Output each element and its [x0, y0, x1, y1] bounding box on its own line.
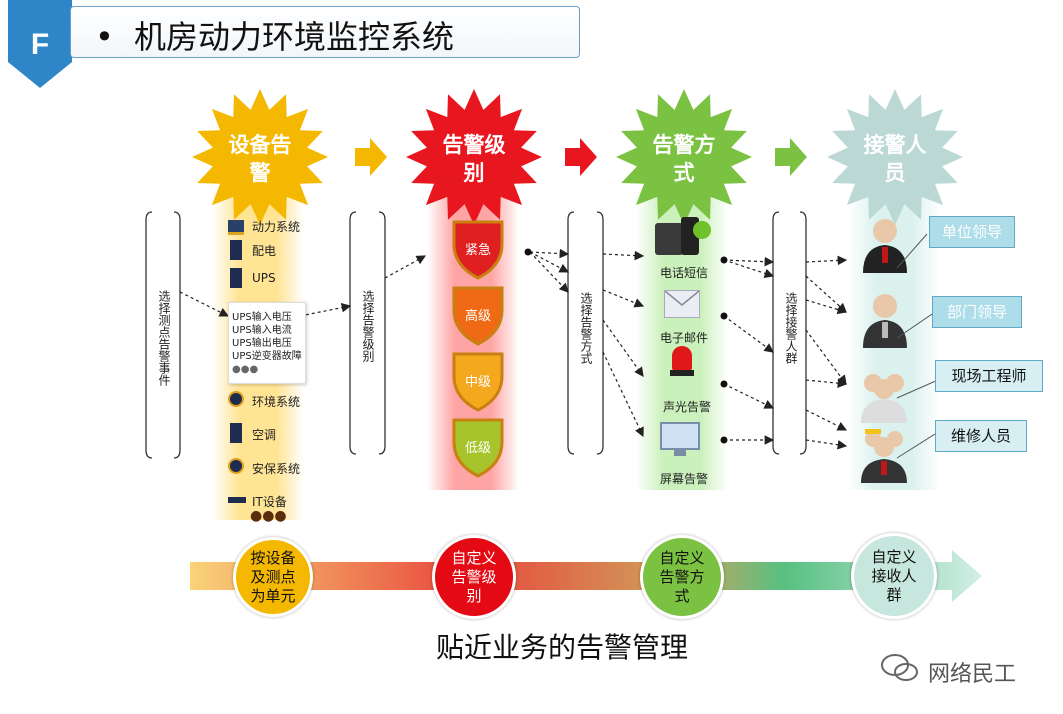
select-group-label: 选择接警人群 [784, 292, 798, 364]
role-pointer-lines [896, 233, 935, 459]
ups-event: UPS输出电压 [232, 338, 292, 349]
star-burst-device [192, 89, 328, 225]
ups-event-list: UPS输入电压 UPS输入电流 UPS输出电压 UPS逆变器故障 ●●● [228, 302, 306, 384]
level-low-label: 低级 [464, 441, 491, 456]
flow-step-custom-group: 自定义接收人群 [851, 533, 937, 619]
leader-person-icon [863, 219, 907, 273]
email-icon [664, 290, 700, 318]
phone-sms-icon [655, 217, 713, 257]
flow-step-custom-method: 自定义告警方式 [640, 535, 724, 619]
star-burst-role [827, 89, 963, 225]
fan-icon [228, 391, 244, 407]
level-shields [452, 220, 504, 478]
bracket-select-level [349, 211, 386, 455]
bracket-select-method [567, 211, 604, 455]
ups-event: UPS输入电压 [232, 312, 292, 323]
shield-low [452, 418, 504, 478]
monitor-screen-icon [660, 422, 700, 456]
connector-lines [179, 248, 848, 450]
power-system-icon [228, 220, 244, 235]
stage-label-level: 告警级别 [442, 133, 506, 185]
stage-arrow-2 [565, 138, 597, 176]
title-bullet: • [95, 18, 114, 56]
ups-icon [230, 268, 242, 288]
star-burst-level [406, 89, 542, 225]
manager-person-icon [863, 294, 907, 348]
shield-high [452, 286, 504, 346]
flow-step-custom-level: 自定义告警级别 [432, 535, 516, 619]
ups-event: UPS输入电流 [232, 325, 292, 336]
ups-event-more: ●●● [232, 364, 259, 375]
level-urgent-label: 紧急 [464, 243, 491, 258]
bottom-caption: 贴近业务的告警管理 [436, 631, 689, 664]
ups-event: UPS逆变器故障 [232, 351, 302, 362]
stage-label-device: 设备告警 [228, 133, 292, 185]
page-title: • 机房动力环境监控系统 [95, 12, 454, 58]
title-box [70, 6, 580, 58]
security-icon [228, 458, 244, 474]
role-dept-leader: 部门领导 [932, 296, 1022, 328]
role-field-engineer: 现场工程师 [935, 360, 1043, 392]
bracket-select-group [772, 211, 807, 455]
engineer-group-icon [861, 374, 907, 423]
select-level-label: 选择告警级别 [361, 290, 375, 362]
select-events-label: 选择测点告警事件 [157, 290, 171, 386]
method-sound-light-label: 声光告警 [663, 400, 712, 414]
watermark-label: 网络民工 [928, 662, 1017, 687]
role-unit-leader: 单位领导 [929, 216, 1015, 248]
device-more-dots: ●●● [250, 508, 287, 524]
role-person-icons [861, 219, 907, 483]
stage-label-role: 接警人员 [863, 133, 927, 185]
method-phone-label: 电话短信 [660, 266, 709, 280]
siren-icon [670, 346, 694, 376]
wechat-icon [881, 654, 918, 681]
shield-mid [452, 352, 504, 412]
title-text: 机房动力环境监控系统 [134, 18, 455, 56]
stage-arrow-1 [355, 138, 387, 176]
bracket-select-events [145, 211, 181, 459]
level-high-label: 高级 [464, 309, 491, 324]
flow-step-device-unit: 按设备及测点为单元 [233, 537, 313, 617]
shield-urgent [452, 220, 504, 280]
method-screen-label: 屏幕告警 [660, 472, 709, 486]
distribution-cabinet-icon [230, 240, 242, 260]
select-method-label: 选择告警方式 [579, 292, 593, 364]
bottom-flow-arrow [190, 550, 982, 602]
stage-arrow-3 [775, 138, 807, 176]
server-icon [228, 497, 246, 503]
stage-label-method: 告警方式 [652, 133, 716, 185]
repair-staff-icon [861, 429, 907, 483]
star-burst-method [616, 89, 752, 225]
method-email-label: 电子邮件 [660, 331, 709, 345]
level-mid-label: 中级 [464, 375, 491, 390]
air-conditioner-icon [230, 423, 242, 443]
section-letter-badge: F [8, 0, 72, 88]
section-letter: F [31, 28, 49, 61]
role-repair-staff: 维修人员 [935, 420, 1027, 452]
